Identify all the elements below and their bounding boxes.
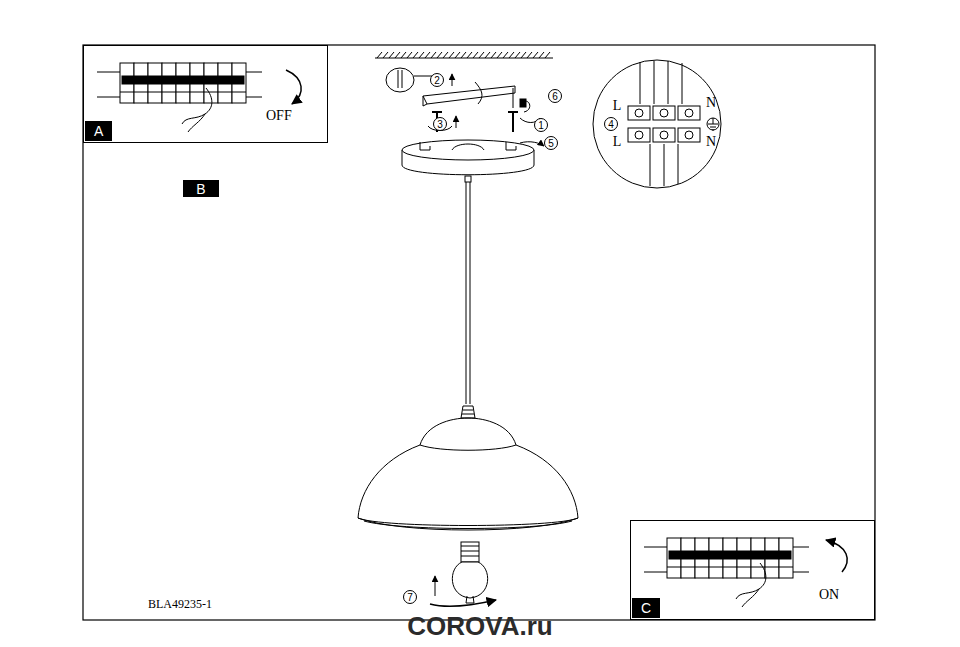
switch-state: ON	[819, 587, 839, 603]
callout-number: 4	[608, 119, 614, 130]
switch-state: OFF	[266, 108, 292, 124]
mounting-bracket	[386, 68, 540, 132]
pendant-lamp	[358, 176, 578, 530]
callout-circles	[404, 74, 618, 604]
terminal-label: N	[706, 134, 716, 150]
breaker-switch-on	[644, 538, 847, 607]
step-panel: C ON	[630, 520, 875, 620]
watermark: COROVA.ru	[407, 611, 552, 642]
panel-letter: C	[632, 598, 660, 618]
callout-number: 5	[548, 138, 554, 149]
callout-number: 3	[437, 119, 443, 130]
callout-number: 1	[538, 120, 544, 131]
section-letter: B	[183, 180, 219, 197]
ceiling-canopy	[402, 140, 544, 175]
terminal-label: L	[613, 98, 622, 114]
callout-number: 2	[434, 75, 440, 86]
model-number: BLA49235-1	[148, 597, 212, 612]
page-frame	[83, 45, 875, 620]
breaker-switch-off	[97, 63, 301, 132]
panel-letter: A	[85, 121, 112, 141]
section-marker: B	[183, 180, 219, 197]
callout-number: 7	[407, 592, 413, 603]
ceiling-hatch	[375, 52, 553, 58]
terminal-block	[593, 60, 721, 188]
light-bulb	[430, 542, 496, 606]
step-panel: A OFF	[83, 45, 328, 143]
terminal-label: L	[613, 134, 622, 150]
callout-number: 6	[552, 91, 558, 102]
terminal-label: N	[706, 95, 716, 111]
